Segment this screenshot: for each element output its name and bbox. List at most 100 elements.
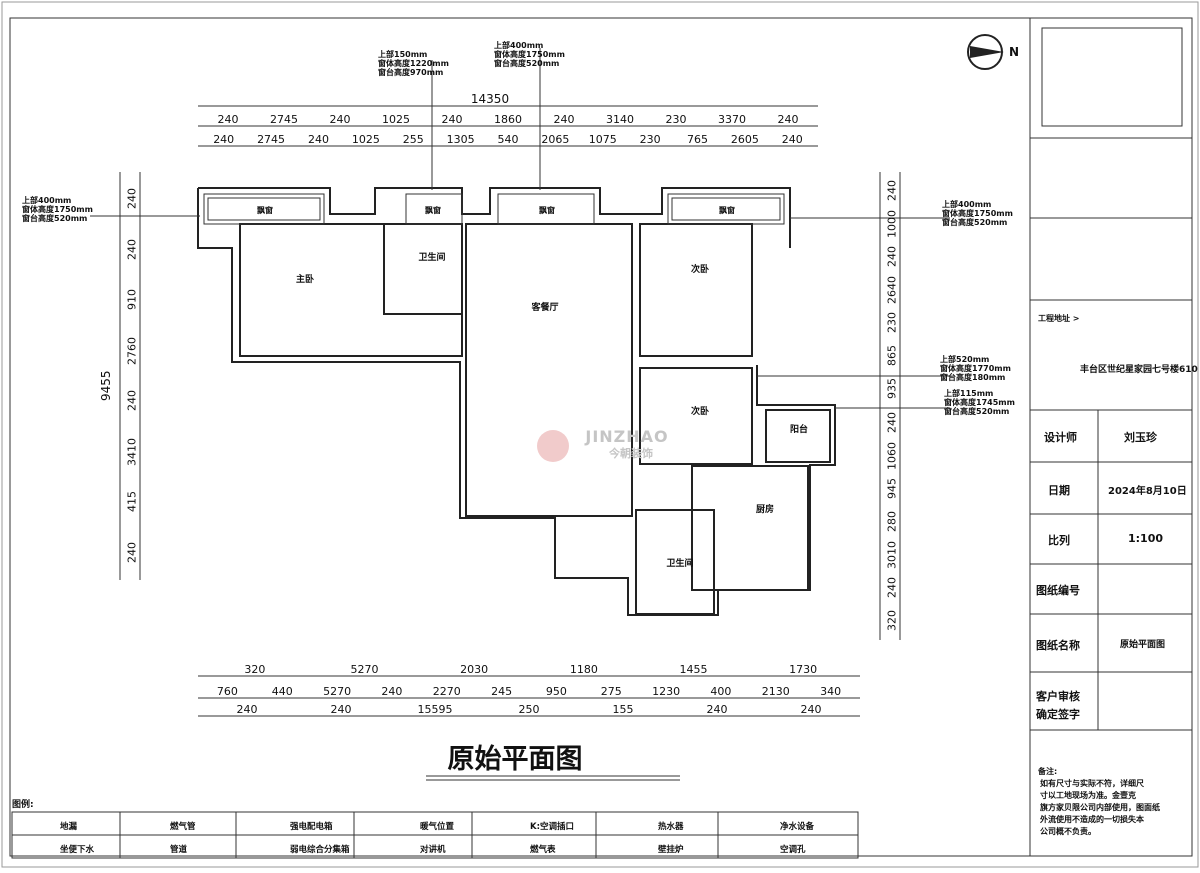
dimension-label: 2640 xyxy=(885,276,899,304)
dimension-label: 240 xyxy=(777,112,799,126)
drawing-title: 原始平面图 xyxy=(447,743,583,775)
legend-item: 净水设备 xyxy=(780,822,815,832)
name-label: 图纸名称 xyxy=(1036,639,1080,652)
room-balcony: 阳台 xyxy=(789,424,808,435)
room-bed2: 次卧 xyxy=(690,264,709,275)
dimension-label: 240 xyxy=(885,246,899,268)
bay-window-label: 飘窗 xyxy=(257,205,273,215)
bay-window-label: 飘窗 xyxy=(719,205,735,215)
bay-window-label: 飘窗 xyxy=(539,205,555,215)
dimension-label: 415 xyxy=(125,491,139,513)
dimension-label: 1230 xyxy=(652,684,681,698)
dimension-label: 240 xyxy=(329,112,351,126)
dimension-label: 240 xyxy=(885,180,899,202)
legend-item: 暖气位置 xyxy=(420,822,455,832)
dimension-label: 320 xyxy=(244,662,266,676)
room-kitchen: 厨房 xyxy=(755,504,774,515)
dimension-label: 910 xyxy=(125,289,139,311)
dimension-label: 250 xyxy=(518,702,540,716)
legend-item: 管道 xyxy=(170,845,188,855)
dimension-label: 240 xyxy=(441,112,463,126)
dimension-label: 1000 xyxy=(885,209,899,238)
dimension-label: 1075 xyxy=(588,132,617,146)
dimension-label: 540 xyxy=(497,132,519,146)
dimension-label: 1860 xyxy=(494,112,522,126)
client-label-2: 确定签字 xyxy=(1036,708,1080,721)
scale-value: 1:100 xyxy=(1128,532,1164,545)
legend-item: 壁挂炉 xyxy=(658,845,684,855)
number-label: 图纸编号 xyxy=(1036,584,1080,597)
room-master: 主卧 xyxy=(295,274,314,285)
legend-item: 弱电综合分集箱 xyxy=(290,845,350,855)
dim-left-total: 9455 xyxy=(99,370,113,402)
bay-window-label: 飘窗 xyxy=(425,205,441,215)
dimension-label: 15595 xyxy=(417,702,453,716)
dimension-label: 1025 xyxy=(382,112,410,126)
dimension-label: 340 xyxy=(820,684,842,698)
legend-item: 燃气管 xyxy=(170,822,196,832)
dimension-label: 240 xyxy=(307,132,329,146)
room-bath1: 卫生间 xyxy=(418,252,446,263)
dimension-label: 1455 xyxy=(679,662,708,676)
watermark-brand: JINZHAO xyxy=(585,426,669,446)
dimension-label: 400 xyxy=(710,684,732,698)
dimension-label: 2030 xyxy=(460,662,489,676)
dimension-label: 1025 xyxy=(351,132,380,146)
dimension-label: 2065 xyxy=(541,132,570,146)
watermark-sub: 今朝装饰 xyxy=(609,447,653,460)
dim-total-top: 14350 xyxy=(470,92,510,106)
dimension-label: 280 xyxy=(885,511,899,533)
legend-item: K:空调插口 xyxy=(530,822,574,832)
dimension-label: 2760 xyxy=(125,336,139,365)
dimension-label: 240 xyxy=(553,112,575,126)
north-arrow-icon xyxy=(967,34,1004,70)
dimension-label: 240 xyxy=(125,542,139,564)
dimension-label: 440 xyxy=(271,684,293,698)
designer-label: 设计师 xyxy=(1044,431,1077,444)
notes-label: 备注: xyxy=(1038,767,1058,776)
dimension-label: 240 xyxy=(706,702,728,716)
dimension-label: 3010 xyxy=(885,541,899,570)
dimension-label: 2745 xyxy=(257,132,286,146)
dimension-label: 5270 xyxy=(323,684,352,698)
scale-label: 比列 xyxy=(1048,534,1070,547)
legend-item: 地漏 xyxy=(60,822,78,832)
dimension-label: 240 xyxy=(781,132,803,146)
dimension-label: 240 xyxy=(330,702,352,716)
name-value: 原始平面图 xyxy=(1120,640,1166,650)
dimension-label: 765 xyxy=(687,132,709,146)
dimension-label: 275 xyxy=(600,684,622,698)
dimension-label: 950 xyxy=(545,684,567,698)
legend-item: 强电配电箱 xyxy=(290,822,333,832)
dimension-label: 230 xyxy=(639,132,661,146)
legend-item: 燃气表 xyxy=(530,845,556,855)
client-label: 客户审核 xyxy=(1036,690,1080,703)
dimension-label: 240 xyxy=(381,684,403,698)
dimension-label: 2130 xyxy=(761,684,790,698)
dimension-label: 3370 xyxy=(718,112,746,126)
dimension-label: 245 xyxy=(491,684,513,698)
dimension-label: 230 xyxy=(665,112,687,126)
legend-item: 空调孔 xyxy=(780,845,806,855)
dimension-label: 1730 xyxy=(789,662,818,676)
dimension-label: 935 xyxy=(885,378,899,400)
address-value: 丰台区世纪星家园七号楼610 xyxy=(1080,365,1198,375)
compass-label: N xyxy=(1008,45,1020,59)
designer-value: 刘玉珍 xyxy=(1124,431,1157,444)
legend-item: 热水器 xyxy=(658,822,684,832)
dimension-label: 240 xyxy=(885,412,899,434)
dimension-label: 240 xyxy=(125,239,139,261)
dimension-label: 155 xyxy=(612,702,634,716)
address-label: 工程地址 > xyxy=(1038,314,1080,323)
dimension-label: 240 xyxy=(885,577,899,599)
dimension-label: 2745 xyxy=(270,112,298,126)
legend-label: 图例: xyxy=(12,800,34,810)
dimension-label: 2605 xyxy=(730,132,759,146)
